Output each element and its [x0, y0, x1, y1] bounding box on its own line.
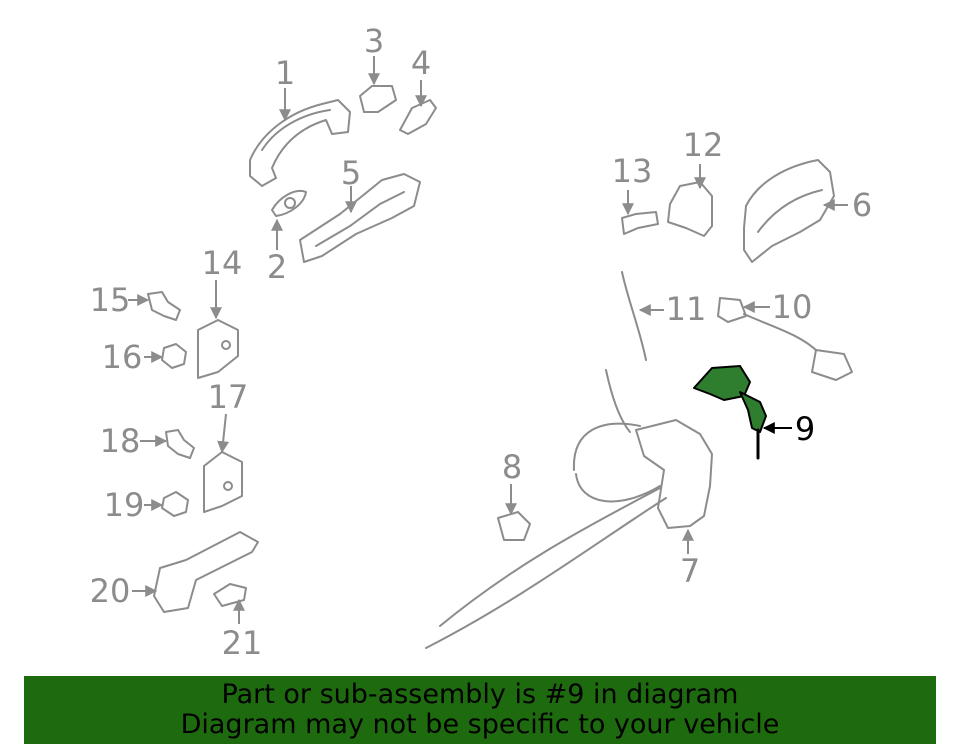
- callout-3[interactable]: 3: [364, 22, 384, 60]
- part-5-handle-frame[interactable]: [299, 173, 421, 263]
- banner-line-1: Part or sub-assembly is #9 in diagram: [221, 679, 739, 710]
- part-3-handle-cap[interactable]: [359, 85, 397, 113]
- callout-7[interactable]: 7: [680, 552, 700, 590]
- callout-2[interactable]: 2: [267, 248, 287, 286]
- callout-20[interactable]: 20: [90, 572, 131, 610]
- part-14-bracket[interactable]: [197, 319, 239, 379]
- callout-16[interactable]: 16: [102, 338, 143, 376]
- callout-labels: 1 2 3 4 5 6 7 8 9 10 11 12 13 14 15 16 1…: [90, 22, 873, 662]
- part-19-nut[interactable]: [161, 491, 189, 517]
- callout-8[interactable]: 8: [502, 448, 522, 486]
- callout-15[interactable]: 15: [90, 281, 131, 319]
- part-8-clip[interactable]: [497, 511, 531, 541]
- callout-11[interactable]: 11: [666, 290, 707, 328]
- part-4-escutcheon[interactable]: [399, 99, 437, 135]
- part-7-latch[interactable]: [572, 419, 713, 529]
- callout-5[interactable]: 5: [341, 154, 361, 192]
- callout-12[interactable]: 12: [683, 126, 724, 164]
- part-9-lock-cylinder[interactable]: [693, 365, 767, 460]
- part-11-rod[interactable]: [621, 271, 647, 361]
- callout-9[interactable]: 9: [795, 410, 815, 448]
- part-6-inside-handle[interactable]: [743, 159, 835, 263]
- info-banner: Part or sub-assembly is #9 in diagram Di…: [24, 676, 936, 744]
- callout-17[interactable]: 17: [208, 378, 249, 416]
- callout-4[interactable]: 4: [411, 44, 431, 82]
- part-18-bolt[interactable]: [165, 429, 195, 459]
- part-12-bracket[interactable]: [667, 181, 713, 237]
- callout-18[interactable]: 18: [100, 422, 141, 460]
- part-10-wiring[interactable]: [717, 297, 853, 381]
- callout-19[interactable]: 19: [104, 486, 145, 524]
- part-7-cables: [425, 369, 667, 649]
- callout-10[interactable]: 10: [772, 288, 813, 326]
- callout-6[interactable]: 6: [852, 186, 872, 224]
- part-13-screw[interactable]: [621, 211, 659, 235]
- part-21-bolt[interactable]: [213, 583, 247, 607]
- banner-line-2: Diagram may not be specific to your vehi…: [180, 709, 780, 740]
- part-17-bracket[interactable]: [203, 451, 243, 513]
- part-2-gasket[interactable]: [271, 190, 307, 217]
- callout-1[interactable]: 1: [275, 54, 295, 92]
- callout-14[interactable]: 14: [202, 244, 243, 282]
- part-1-outer-handle[interactable]: [249, 99, 351, 187]
- part-16-nut[interactable]: [161, 343, 187, 369]
- callout-21[interactable]: 21: [222, 624, 263, 662]
- part-20-door-check[interactable]: [153, 531, 259, 613]
- part-15-bolt[interactable]: [147, 291, 181, 321]
- callout-13[interactable]: 13: [612, 152, 653, 190]
- callout-leaders: [128, 56, 848, 624]
